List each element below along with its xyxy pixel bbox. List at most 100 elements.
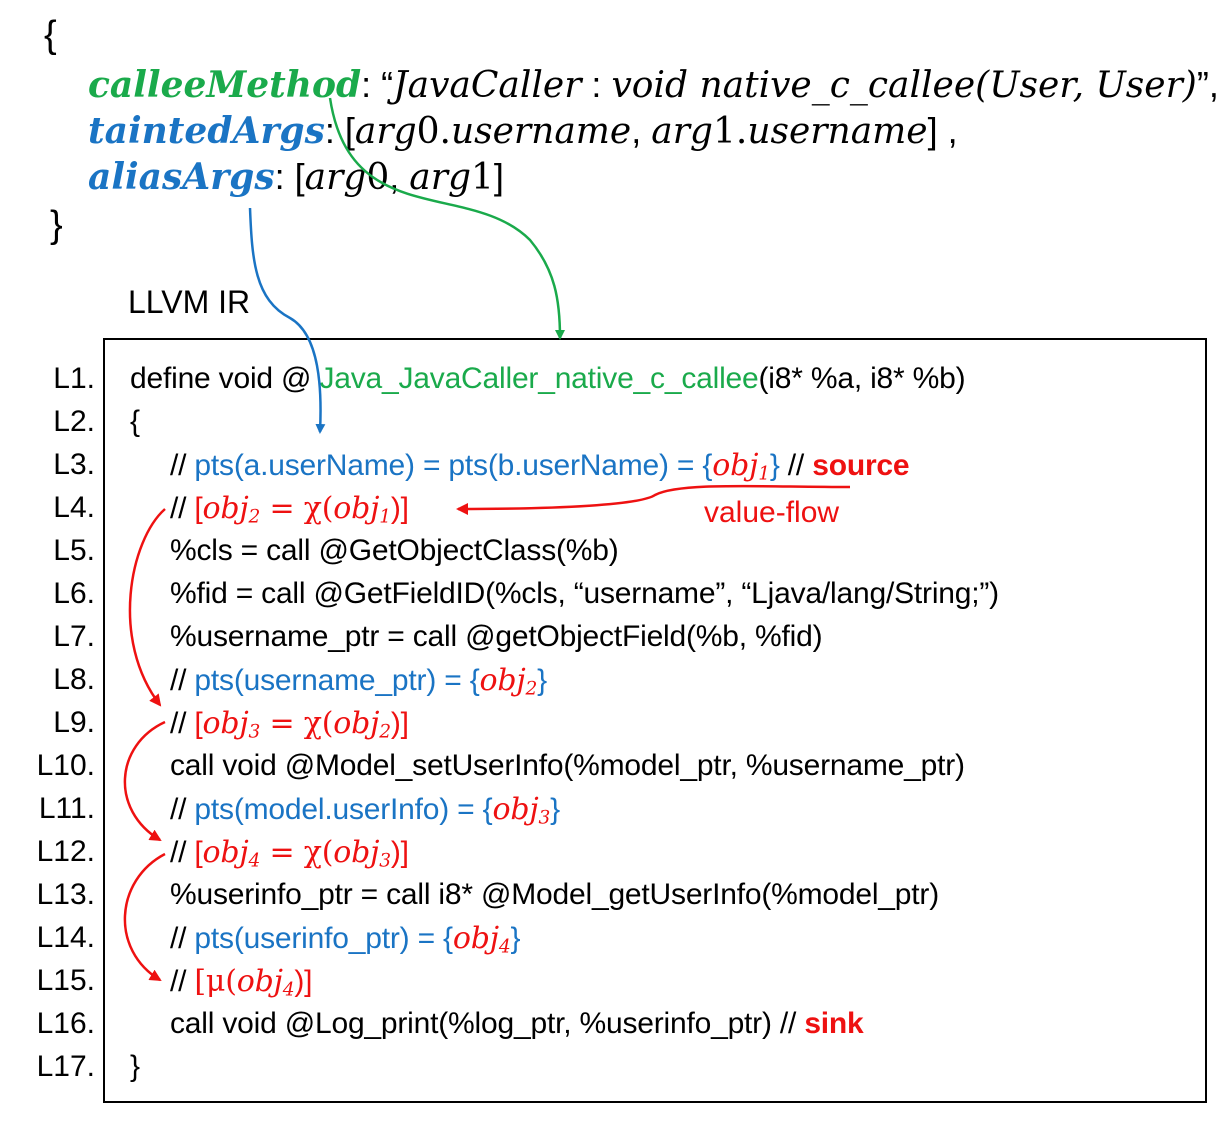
source-label: source bbox=[812, 449, 910, 482]
json-open-brace: { bbox=[44, 14, 57, 56]
code-line-7: %username_ptr = call @getObjectField(%b,… bbox=[170, 620, 823, 654]
l11-close: } bbox=[550, 793, 560, 826]
code-line-9: // [obj3 = χ(obj2)] bbox=[170, 706, 409, 741]
tainted-args-close: ] , bbox=[927, 110, 958, 151]
alias-arg0-idx: 0 bbox=[366, 157, 390, 198]
line-number: L15. bbox=[36, 964, 95, 997]
red-arrow-value-flow bbox=[456, 484, 851, 515]
line-number: L14. bbox=[36, 921, 95, 954]
l1-params: (i8* %a, i8* %b) bbox=[758, 362, 966, 395]
tainted-args-sep: : bbox=[324, 110, 345, 151]
l9-comment: // bbox=[170, 707, 195, 740]
callee-method-sep: : bbox=[361, 64, 382, 105]
code-line-16: call void @Log_print(%log_ptr, %userinfo… bbox=[170, 1007, 864, 1041]
tainted-arg0-idx: 0. bbox=[416, 111, 451, 152]
tainted-arg0: arg bbox=[354, 111, 417, 152]
alias-args-sep: : bbox=[274, 156, 295, 197]
line-number: L11. bbox=[38, 792, 95, 825]
code-line-5: %cls = call @GetObjectClass(%b) bbox=[170, 534, 619, 568]
l17-close-brace: } bbox=[130, 1050, 140, 1083]
l11-pts: pts(model.userInfo) = { bbox=[194, 793, 493, 826]
alias-args-key: aliasArgs bbox=[88, 156, 275, 198]
llvm-ir-label: LLVM IR bbox=[128, 284, 251, 320]
callee-method-key: calleeMethod bbox=[88, 64, 362, 106]
callee-method-colon: : bbox=[581, 64, 612, 105]
line-number: L13. bbox=[36, 878, 95, 911]
l8-comment: // bbox=[170, 664, 195, 697]
l15-comment: // bbox=[170, 965, 195, 998]
l8-pts: pts(username_ptr) = { bbox=[194, 664, 480, 697]
l4-expr: [obj2 = χ(obj1)] bbox=[194, 491, 409, 528]
code-line-10: call void @Model_setUserInfo(%model_ptr,… bbox=[170, 749, 965, 783]
l14-pts: pts(userinfo_ptr) = { bbox=[194, 922, 453, 955]
callee-method-class: JavaCaller bbox=[393, 65, 582, 106]
l3-close: } bbox=[769, 449, 780, 482]
l16-text: call void @Log_print(%log_ptr, %userinfo… bbox=[170, 1007, 780, 1040]
line-number: L3. bbox=[53, 448, 95, 481]
line-number: L17. bbox=[36, 1050, 95, 1083]
tainted-arg0-field: username bbox=[450, 111, 632, 152]
callee-method-signature: void native_c_callee(User, User) bbox=[611, 65, 1197, 106]
l12-expr: [obj4 = χ(obj3)] bbox=[194, 835, 409, 872]
alias-arg1-idx: 1 bbox=[471, 157, 494, 198]
tainted-arg1: arg bbox=[651, 111, 713, 152]
line-number: L8. bbox=[53, 663, 95, 696]
line-number: L7. bbox=[53, 620, 95, 653]
l4-comment: // bbox=[170, 492, 195, 525]
code-line-15: // [μ(obj4)] bbox=[170, 964, 312, 999]
alias-args-open: [ bbox=[294, 156, 305, 197]
l14-close: } bbox=[510, 922, 521, 955]
l8-obj: obj2 bbox=[479, 663, 538, 700]
line-number: L10. bbox=[36, 749, 95, 782]
code-line-12: // [obj4 = χ(obj3)] bbox=[170, 835, 409, 870]
l1-prefix: define void @ bbox=[130, 362, 320, 395]
l14-obj: obj4 bbox=[452, 921, 511, 958]
line-number: L4. bbox=[53, 491, 95, 524]
l11-comment: // bbox=[170, 793, 195, 826]
code-line-1: define void @ Java_JavaCaller_native_c_c… bbox=[130, 362, 966, 396]
code-line-14: // pts(userinfo_ptr) = {obj4} bbox=[170, 921, 520, 956]
l16-comment: // bbox=[779, 1007, 805, 1040]
red-arrow-l4-to-l9 bbox=[128, 508, 166, 707]
alias-arg1: arg bbox=[409, 157, 471, 198]
alias-arg0: arg bbox=[304, 157, 367, 198]
alias-args-close: ] bbox=[493, 156, 504, 197]
line-number: L6. bbox=[53, 577, 95, 610]
code-line-2: { bbox=[130, 405, 140, 439]
l3-pts: pts(a.userName) = pts(b.userName) = { bbox=[194, 449, 713, 482]
tainted-arg1-idx: 1. bbox=[712, 111, 748, 152]
code-line-11: // pts(model.userInfo) = {obj3} bbox=[170, 792, 560, 827]
l15-expr: [μ(obj4)] bbox=[194, 964, 313, 1001]
callee-method-quote-open: “ bbox=[381, 64, 394, 105]
tainted-arg1-field: username bbox=[747, 111, 928, 152]
line-number: L5. bbox=[53, 534, 95, 567]
l11-obj: obj3 bbox=[492, 792, 551, 829]
green-arrow-callee-to-function bbox=[328, 97, 565, 340]
alias-args-line: aliasArgs: [arg0, arg1] bbox=[88, 156, 504, 198]
json-close-brace: } bbox=[50, 204, 63, 246]
sink-label: sink bbox=[804, 1007, 864, 1040]
code-line-3: // pts(a.userName) = pts(b.userName) = {… bbox=[170, 448, 910, 483]
l13-text: %userinfo_ptr = call i8* @Model_getUserI… bbox=[170, 878, 939, 911]
code-line-4: // [obj2 = χ(obj1)] bbox=[170, 491, 409, 526]
callee-method-quote-close: ”, bbox=[1196, 64, 1219, 105]
l9-expr: [obj3 = χ(obj2)] bbox=[194, 706, 409, 743]
alias-args-comma: , bbox=[389, 156, 410, 197]
llvm-ir-box bbox=[103, 338, 1207, 1103]
l1-function-name: Java_JavaCaller_native_c_callee bbox=[319, 362, 759, 395]
l14-comment: // bbox=[170, 922, 195, 955]
line-number: L1. bbox=[53, 362, 95, 395]
l12-comment: // bbox=[170, 836, 195, 869]
line-number: L9. bbox=[53, 706, 95, 739]
tainted-args-line: taintedArgs: [arg0.username, arg1.userna… bbox=[88, 110, 958, 152]
tainted-args-comma: , bbox=[631, 110, 652, 151]
line-number: L2. bbox=[53, 405, 95, 438]
code-line-8: // pts(username_ptr) = {obj2} bbox=[170, 663, 547, 698]
tainted-args-open: [ bbox=[344, 110, 355, 151]
l3-comment2: // bbox=[779, 449, 813, 482]
line-number: L16. bbox=[36, 1007, 95, 1040]
l7-text: %username_ptr = call @getObjectField(%b,… bbox=[170, 620, 823, 653]
callee-method-line: calleeMethod: “JavaCaller : void native_… bbox=[88, 64, 1219, 106]
l3-comment: // bbox=[170, 449, 195, 482]
